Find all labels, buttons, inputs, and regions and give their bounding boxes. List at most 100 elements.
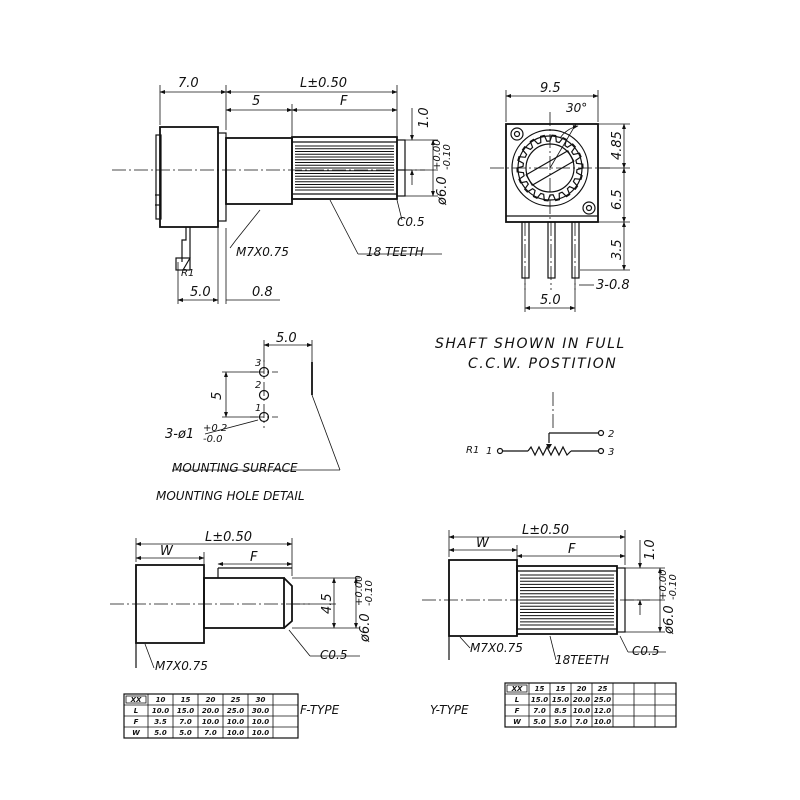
table-cell: 7.0 <box>204 729 217 737</box>
y-dim-flat: F <box>568 542 576 557</box>
table-key: W <box>513 718 521 726</box>
svg-text:2: 2 <box>608 429 614 440</box>
svg-text:-0.10: -0.10 <box>668 574 679 600</box>
table-cell: 12.0 <box>594 707 611 715</box>
f-type-view: L±0.50 W F 4.5 ø6.0 +0.00 -0.10 M7X0.75 … <box>110 530 375 739</box>
table-cell: 25 <box>231 696 241 704</box>
svg-text:R1: R1 <box>466 445 479 456</box>
svg-text:+0.00: +0.00 <box>354 575 365 606</box>
dim-flat: F <box>340 94 348 109</box>
table-cell: 25.0 <box>227 707 244 715</box>
dim-angle: 30° <box>566 101 587 115</box>
table-cell: 10.0 <box>227 718 244 726</box>
f-dim-w: W <box>160 544 174 559</box>
table-cell: 30.0 <box>252 707 269 715</box>
pot-body <box>159 126 219 228</box>
table-cell: 15 <box>535 685 545 693</box>
table-cell: 15 <box>556 685 566 693</box>
table-cell: 7.0 <box>533 707 546 715</box>
label-pins: 3-0.8 <box>596 278 630 293</box>
dim-pin-pitch: 5.0 <box>540 293 561 308</box>
dim-offset: 5.0 <box>276 331 297 346</box>
label-thread: M7X0.75 <box>236 245 289 259</box>
f-dim-length: L±0.50 <box>205 530 252 545</box>
table-key: L <box>515 696 519 704</box>
f-dim-flat-height: 4.5 <box>320 593 335 614</box>
detail-title: MOUNTING HOLE DETAIL <box>156 489 305 503</box>
front-view: 9.5 30° 4.85 6.5 3.5 3-0.8 5.0 <box>490 81 630 312</box>
dim-length: L±0.50 <box>300 76 347 91</box>
table-key: XX <box>511 685 523 693</box>
svg-text:1: 1 <box>255 403 261 414</box>
dim-middle: 6.5 <box>610 189 625 210</box>
dim-pin-thickness: 0.8 <box>252 285 273 300</box>
main-side-view: 7.0 L±0.50 5 F 1.0 ø6.0 +0.00 -0.10 M7X0… <box>112 76 453 304</box>
table-cell: 10.0 <box>202 718 219 726</box>
table-cell: 10.0 <box>594 718 611 726</box>
schematic: R1 1 3 2 <box>466 392 614 458</box>
table-cell: 10.0 <box>252 729 269 737</box>
table-cell: 15.0 <box>552 696 569 704</box>
table-cell: 5.0 <box>533 718 546 726</box>
y-dim-length: L±0.50 <box>522 523 569 538</box>
table-cell: 5.0 <box>554 718 567 726</box>
y-label-chamfer: C0.5 <box>632 644 659 658</box>
table-cell: 15 <box>181 696 191 704</box>
table-cell: 10.0 <box>573 707 590 715</box>
table-key: F <box>515 707 520 715</box>
note-shaft-line1: SHAFT SHOWN IN FULL <box>435 336 626 352</box>
label-pin: R1 <box>181 268 194 279</box>
table-cell: 10 <box>156 696 166 704</box>
table-key: W <box>132 729 140 737</box>
f-label-chamfer: C0.5 <box>320 648 347 662</box>
dim-width: 9.5 <box>540 81 561 96</box>
y-dim-w: W <box>476 536 490 551</box>
dim-body: 7.0 <box>178 76 199 91</box>
table-cell: 25 <box>598 685 608 693</box>
table-cell: 5.0 <box>179 729 192 737</box>
y-knurl-lines <box>520 574 614 626</box>
f-label-thread: M7X0.75 <box>155 659 208 673</box>
note-shaft-line2: C.C.W. POSTITION <box>468 356 617 372</box>
table-cell: 10.0 <box>252 718 269 726</box>
table-cell: 7.0 <box>179 718 192 726</box>
bushing <box>225 137 293 205</box>
svg-text:1: 1 <box>486 446 492 457</box>
y-dim-diameter: ø6.0 <box>662 605 677 635</box>
label-chamfer: C0.5 <box>397 215 424 229</box>
table-cell: 20.0 <box>573 696 590 704</box>
y-type-title: Y-TYPE <box>430 703 469 717</box>
dim-thread: 5 <box>252 94 260 109</box>
table-key: F <box>134 718 139 726</box>
dim-diameter: ø6.0 <box>435 176 450 206</box>
f-type-title: F-TYPE <box>300 703 340 717</box>
table-cell: 8.5 <box>554 707 567 715</box>
dim-lower: 3.5 <box>610 239 625 260</box>
table-cell: 7.0 <box>575 718 588 726</box>
table-cell: 10.0 <box>227 729 244 737</box>
svg-text:-0.10: -0.10 <box>442 144 453 170</box>
svg-text:-0.0: -0.0 <box>203 434 223 445</box>
table-key: XX <box>130 696 142 704</box>
table-cell: 10.0 <box>152 707 169 715</box>
table-cell: 30 <box>256 696 266 704</box>
y-dim-flat-depth: 1.0 <box>643 539 658 560</box>
knurl-lines <box>295 145 394 191</box>
table-cell: 15.0 <box>531 696 548 704</box>
y-type-view: L±0.50 W F 1.0 ø6.0 +0.00 -0.10 M7X0.75 … <box>422 523 679 728</box>
svg-text:3: 3 <box>608 447 614 458</box>
dim-flat-depth: 1.0 <box>417 107 432 128</box>
table-cell: 20 <box>206 696 216 704</box>
dim-pitch: 5 <box>210 392 225 400</box>
svg-text:+0.00: +0.00 <box>432 139 443 170</box>
mounting-hole-detail: 5 5.0 3 2 1 MOUNTING SURFACE 3-ø1 +0.2 -… <box>156 331 341 503</box>
svg-text:+0.00: +0.00 <box>658 569 669 600</box>
dim-pin-offset: 5.0 <box>190 285 211 300</box>
dim-upper: 4.85 <box>610 131 625 160</box>
table-cell: 5.0 <box>154 729 167 737</box>
svg-text:+0.2: +0.2 <box>203 423 227 434</box>
svg-text:-0.10: -0.10 <box>364 580 375 606</box>
table-key: L <box>134 707 138 715</box>
